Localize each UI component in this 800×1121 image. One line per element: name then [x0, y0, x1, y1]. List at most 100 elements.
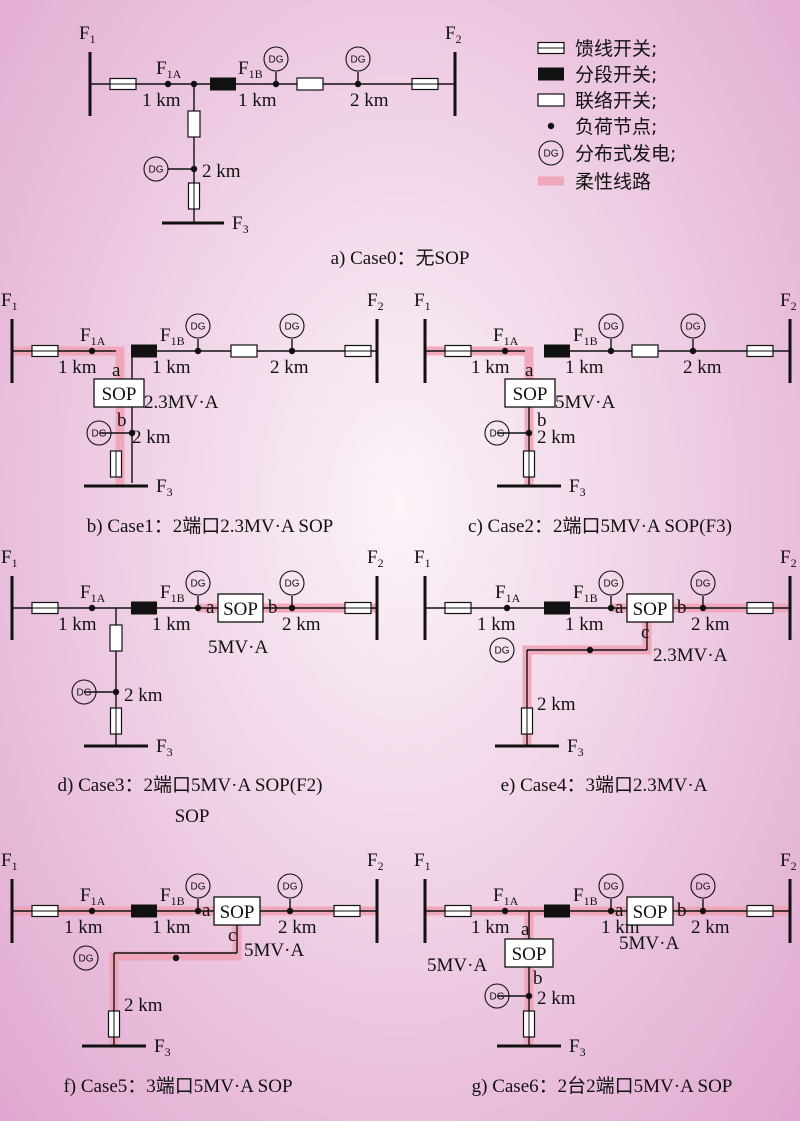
dg-icon: DG	[598, 570, 624, 596]
label-f1a: F1A	[495, 582, 521, 605]
label-f1a: F1A	[80, 885, 106, 908]
dg-icon: DG	[86, 420, 112, 446]
feeder-switch	[187, 182, 201, 210]
dg-circle	[277, 873, 303, 899]
label-f1: F1	[79, 23, 96, 46]
tie-switch	[187, 110, 201, 138]
section-switch	[131, 904, 157, 918]
label-f1: F1	[414, 850, 431, 873]
dg-label: DG	[269, 55, 284, 66]
load-node	[586, 646, 594, 654]
legend-tie-switch: 联络开关;	[575, 90, 657, 112]
feeder-switch	[746, 904, 774, 918]
label: 2.3MV·A	[653, 645, 728, 666]
label-1km: 1 km	[477, 614, 516, 635]
dg-icon: DG	[143, 156, 169, 182]
dg-icon: DG	[71, 679, 97, 705]
sop-label: SOP	[633, 599, 668, 620]
dg-label: DG	[604, 579, 619, 590]
dg-circle	[263, 46, 289, 72]
feeder-switch	[746, 344, 774, 358]
dg-circle	[680, 313, 706, 339]
section-switch	[210, 77, 236, 91]
label-f1b: F1B	[160, 885, 185, 908]
caption-f: f) Case5：3端口5MV·A SOP	[63, 1075, 292, 1097]
dg-circle	[73, 945, 99, 971]
feeder-switch	[344, 601, 372, 615]
label-f2: F2	[367, 850, 384, 873]
dg-icon: DG	[73, 945, 99, 971]
dg-label: DG	[149, 165, 164, 176]
tie-switch	[109, 624, 123, 652]
caption-e: e) Case4：3端口2.3MV·A	[501, 774, 708, 796]
legend-dg: 分布式发电;	[575, 143, 676, 165]
label: b	[537, 410, 547, 431]
label-f2: F2	[367, 547, 384, 570]
label: c	[228, 925, 236, 946]
label: a	[206, 597, 215, 618]
sop-box	[626, 593, 674, 623]
label-2km: 2 km	[124, 995, 163, 1016]
load-node	[172, 954, 180, 962]
caption-a: a) Case0：无SOP	[331, 248, 470, 269]
label: 5MV·A	[208, 637, 268, 658]
label-f1: F1	[414, 547, 431, 570]
dg-label: DG	[285, 579, 300, 590]
feeder-switch	[411, 77, 439, 91]
sop-box	[626, 896, 674, 926]
label-2km: 2 km	[350, 90, 389, 111]
label-f1a: F1A	[80, 582, 106, 605]
tie-switch	[631, 344, 659, 358]
label-1km: 1 km	[58, 614, 97, 635]
dg-icon: DG	[489, 637, 515, 663]
dg-circle	[598, 570, 624, 596]
label-2km: 2 km	[537, 988, 576, 1009]
label-1km: 1 km	[58, 357, 97, 378]
dg-icon: DG	[185, 313, 211, 339]
label-1km: 1 km	[142, 90, 181, 111]
dg-icon: DG	[185, 570, 211, 596]
dg-icon: DG	[263, 46, 289, 72]
legend-load-node: 负荷节点;	[575, 116, 657, 138]
caption-g: g) Case6：2台2端口5MV·A SOP	[472, 1075, 733, 1097]
label: 5MV·A	[555, 392, 615, 413]
dg-label: DG	[544, 149, 559, 160]
dg-icon: DG	[279, 570, 305, 596]
dg-label: DG	[191, 579, 206, 590]
section-switch	[131, 601, 157, 615]
dg-circle	[279, 570, 305, 596]
load-node	[88, 907, 96, 915]
label-1km: 1 km	[565, 357, 604, 378]
label-f1a: F1A	[80, 325, 106, 348]
feeder-switch	[444, 601, 472, 615]
label-1km: 1 km	[471, 357, 510, 378]
label: 5MV·A	[619, 933, 679, 954]
label-2km: 2 km	[691, 917, 730, 938]
label-f2: F2	[367, 290, 384, 313]
dg-label: DG	[191, 322, 206, 333]
label-1km: 1 km	[152, 357, 191, 378]
label-1km: 1 km	[64, 917, 103, 938]
label: a	[202, 900, 211, 921]
load-node	[503, 604, 511, 612]
feeder-switch	[109, 707, 123, 735]
dg-circle	[484, 420, 510, 446]
feeder-switch	[107, 1010, 121, 1038]
label-f3: F3	[156, 736, 173, 759]
feeder-switch	[537, 41, 565, 55]
label: a	[615, 900, 624, 921]
dg-icon: DG	[598, 873, 624, 899]
caption-d-sop: SOP	[175, 806, 210, 827]
section-switch	[544, 344, 570, 358]
label: b	[533, 968, 543, 989]
label-f1b: F1B	[238, 58, 263, 81]
feeder-switch	[31, 344, 59, 358]
label-2km: 2 km	[683, 357, 722, 378]
feeder-switch	[444, 904, 472, 918]
dg-circle	[185, 313, 211, 339]
